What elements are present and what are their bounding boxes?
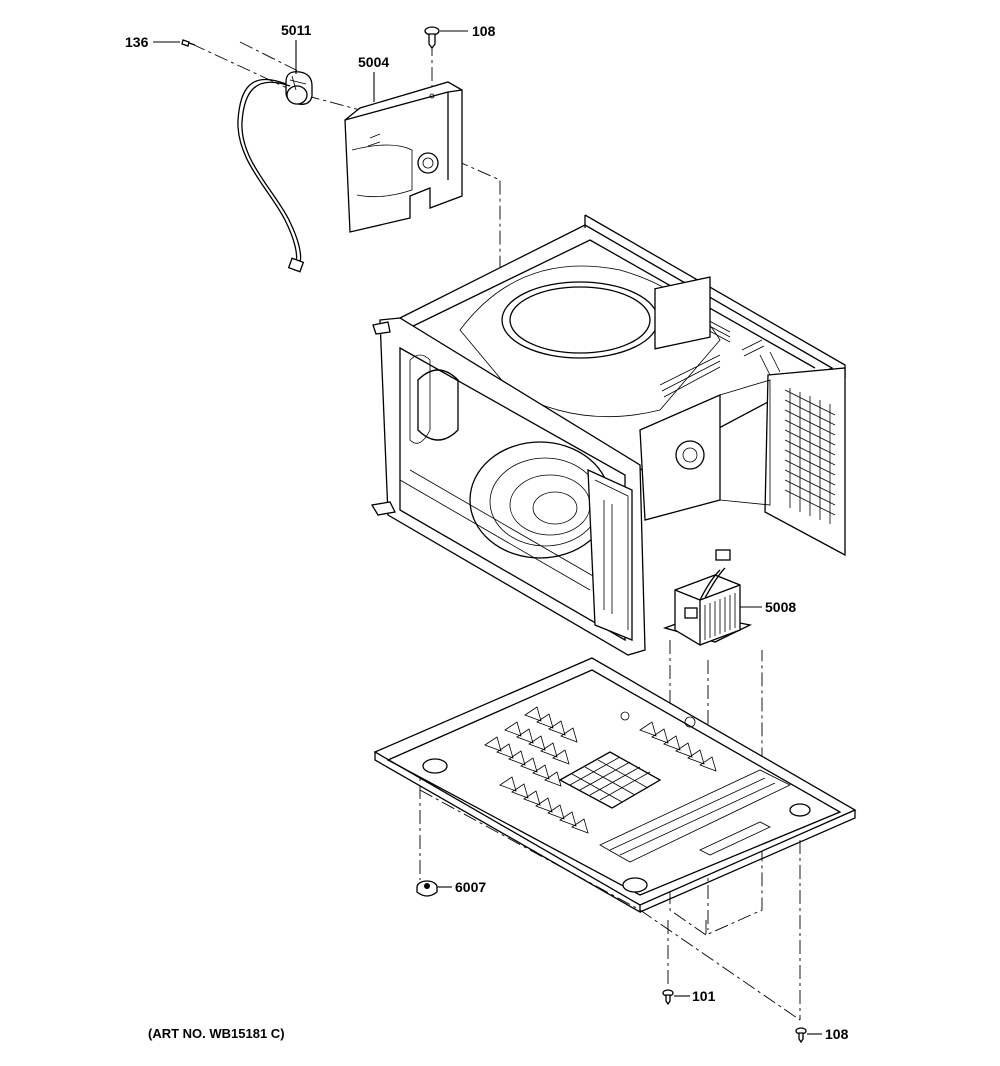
art-number-caption: (ART NO. WB15181 C)	[148, 1026, 285, 1041]
part-labels: 136 5011 108 5004 5008 6007 101 108	[125, 22, 849, 1042]
screw-108-bottom-icon	[795, 1027, 807, 1044]
label-5011: 5011	[281, 22, 312, 38]
label-6007: 6007	[455, 879, 486, 895]
base-plate-icon	[373, 657, 857, 914]
screw-108-top-icon	[424, 26, 440, 50]
label-5004: 5004	[358, 54, 389, 70]
transformer-5008-icon	[662, 549, 753, 646]
label-101: 101	[692, 988, 716, 1004]
alignment-lines	[191, 41, 801, 1021]
label-108-bottom: 108	[825, 1026, 849, 1042]
leader-lines	[153, 30, 822, 1035]
cavity-assembly-icon	[370, 214, 846, 656]
cover-5004-icon	[344, 81, 463, 233]
label-5008: 5008	[765, 599, 796, 615]
screw-101-icon	[662, 989, 674, 1006]
screw-136-icon	[181, 39, 196, 47]
label-108-top: 108	[472, 23, 496, 39]
sensor-5011-icon	[237, 71, 313, 273]
label-136: 136	[125, 34, 149, 50]
foot-6007-icon	[416, 880, 438, 897]
